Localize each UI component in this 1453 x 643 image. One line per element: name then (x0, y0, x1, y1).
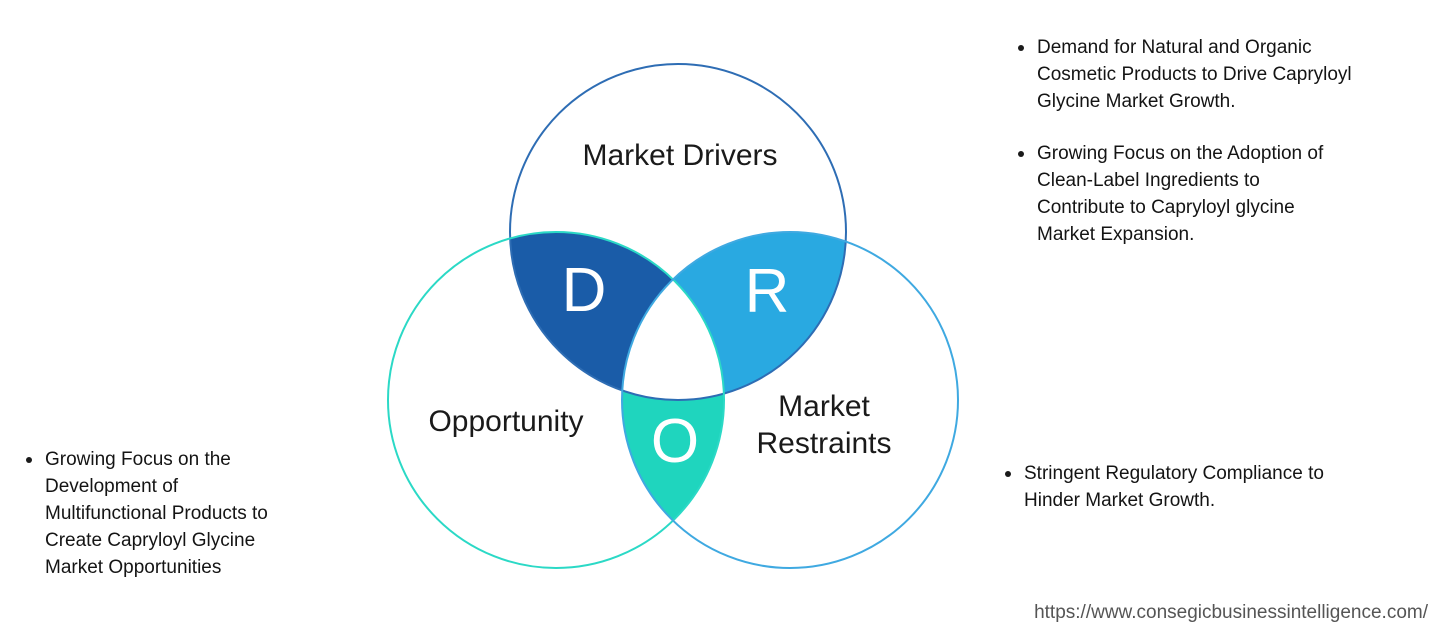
list-item: Growing Focus on the Development of Mult… (22, 446, 352, 581)
driver-bullet-text: Demand for Natural and Organic Cosmetic … (1037, 37, 1352, 112)
list-item: Stringent Regulatory Compliance to Hinde… (1001, 460, 1441, 514)
restraints-bullet-text: Stringent Regulatory Compliance to Hinde… (1024, 463, 1324, 511)
list-item: Growing Focus on the Adoption of Clean-L… (1014, 140, 1419, 248)
bullet-dot (1005, 471, 1011, 477)
lens-drivers-restraints (622, 232, 846, 400)
restraints-circle-label: Market Restraints (756, 390, 892, 460)
opportunity-circle-label: Opportunity (428, 405, 584, 438)
opportunity-circle-outline (387, 231, 725, 569)
bullet-dot (1018, 151, 1024, 157)
lens-drivers-opportunity (510, 232, 724, 400)
restraints-circle-outline (621, 231, 959, 569)
bullet-dot (1018, 45, 1024, 51)
list-item: Demand for Natural and Organic Cosmetic … (1014, 34, 1419, 115)
driver-bullet-text: Growing Focus on the Adoption of Clean-L… (1037, 143, 1324, 245)
restraints-lens-letter: R (744, 257, 790, 326)
restraints-bullet-list: Stringent Regulatory Compliance to Hinde… (1001, 460, 1441, 514)
drivers-circle-outline (509, 63, 847, 401)
drivers-bullet-list: Demand for Natural and Organic Cosmetic … (1014, 34, 1419, 248)
bullet-dot (26, 457, 32, 463)
opportunity-lens-letter: O (650, 407, 700, 476)
opportunity-bullet-list: Growing Focus on the Development of Mult… (22, 446, 352, 581)
source-url: https://www.consegicbusinessintelligence… (1034, 602, 1428, 623)
drivers-lens-letter: D (561, 256, 607, 325)
opportunity-bullet-text: Growing Focus on the Development of Mult… (45, 449, 268, 578)
drivers-circle-label: Market Drivers (582, 139, 778, 172)
